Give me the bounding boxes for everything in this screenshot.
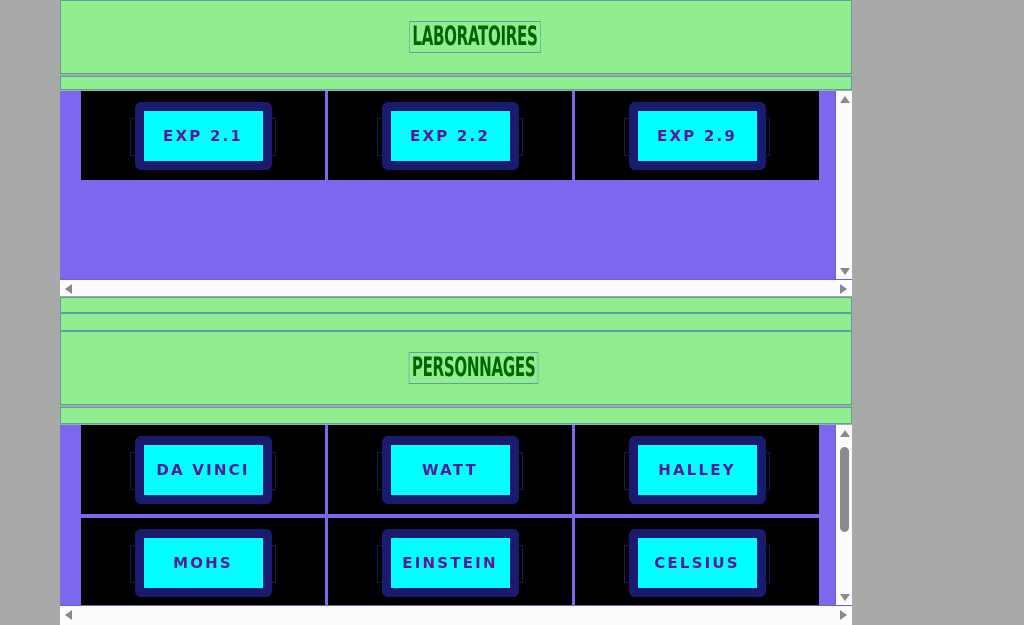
tile-button-mohs[interactable]: MOHS (134, 528, 272, 597)
tile-label: WATT (422, 460, 478, 479)
tile-button-exp-2-1[interactable]: EXP 2.1 (134, 101, 272, 170)
tile-button-celsius[interactable]: CELSIUS (628, 528, 766, 597)
section-header-personnages: PERSONNAGES (60, 331, 852, 405)
scroll-left-icon[interactable] (65, 284, 72, 294)
horizontal-scrollbar-laboratoires[interactable] (60, 279, 852, 296)
vertical-scrollbar-thumb[interactable] (840, 447, 849, 532)
tile-label: EXP 2.2 (410, 126, 490, 145)
page-title-laboratoires: LABORATOIRES (408, 20, 541, 54)
tile-button-da-vinci[interactable]: DA VINCI (134, 435, 272, 504)
panel-laboratoires: EXP 2.1 EXP 2.2 EXP 2.9 (60, 91, 852, 296)
tile-cell[interactable]: HALLEY (575, 425, 819, 514)
tile-cell[interactable]: EXP 2.2 (328, 91, 572, 180)
tile-label: HALLEY (658, 460, 736, 479)
scroll-right-icon[interactable] (840, 610, 847, 620)
tile-button-exp-2-2[interactable]: EXP 2.2 (381, 101, 519, 170)
tile-cell[interactable]: MOHS (81, 518, 325, 606)
scroll-down-icon[interactable] (840, 268, 850, 275)
tile-row: MOHS EINSTEIN CELSIUS (60, 518, 836, 606)
tile-label: EXP 2.1 (163, 126, 243, 145)
scroll-left-icon[interactable] (65, 610, 72, 620)
spacer-strip-upper (60, 297, 852, 313)
tile-cell[interactable]: DA VINCI (81, 425, 325, 514)
tile-button-watt[interactable]: WATT (381, 435, 519, 504)
tile-grid-laboratoires: EXP 2.1 EXP 2.2 EXP 2.9 (60, 91, 836, 280)
panel-personnages: DA VINCI WATT HALLEY MOHS (60, 425, 852, 625)
tile-button-einstein[interactable]: EINSTEIN (381, 528, 519, 597)
page-title-wrap: PERSONNAGES (369, 351, 544, 385)
tile-button-exp-2-9[interactable]: EXP 2.9 (628, 101, 766, 170)
tile-row: DA VINCI WATT HALLEY (60, 425, 836, 514)
app-root: LABORATOIRES EXP 2.1 EXP 2.2 EXP 2.9 (60, 0, 852, 625)
tile-cell[interactable]: EXP 2.1 (81, 91, 325, 180)
horizontal-scrollbar-personnages[interactable] (60, 605, 852, 625)
header-strip-laboratoires-bottom (60, 76, 852, 90)
tile-label: MOHS (173, 553, 233, 572)
tile-grid-personnages: DA VINCI WATT HALLEY MOHS (60, 425, 836, 606)
scroll-up-icon[interactable] (840, 96, 850, 103)
tile-cell[interactable]: CELSIUS (575, 518, 819, 606)
scroll-down-icon[interactable] (840, 594, 850, 601)
section-header-laboratoires: LABORATOIRES (60, 0, 852, 74)
tile-label: EINSTEIN (402, 553, 498, 572)
tile-row: EXP 2.1 EXP 2.2 EXP 2.9 (60, 91, 836, 180)
scroll-up-icon[interactable] (840, 430, 850, 437)
tile-label: CELSIUS (654, 553, 740, 572)
spacer-strip-lower (60, 313, 852, 331)
page-title-wrap: LABORATOIRES (369, 20, 544, 54)
tile-button-halley[interactable]: HALLEY (628, 435, 766, 504)
scroll-right-icon[interactable] (840, 284, 847, 294)
tile-label: EXP 2.9 (657, 126, 737, 145)
tile-cell[interactable]: EINSTEIN (328, 518, 572, 606)
tile-cell[interactable]: EXP 2.9 (575, 91, 819, 180)
tile-cell[interactable]: WATT (328, 425, 572, 514)
page-title-personnages: PERSONNAGES (408, 351, 538, 385)
tile-label: DA VINCI (156, 460, 250, 479)
vertical-scrollbar-personnages[interactable] (835, 425, 852, 606)
header-strip-personnages-bottom (60, 407, 852, 424)
vertical-scrollbar-laboratoires[interactable] (835, 91, 852, 280)
